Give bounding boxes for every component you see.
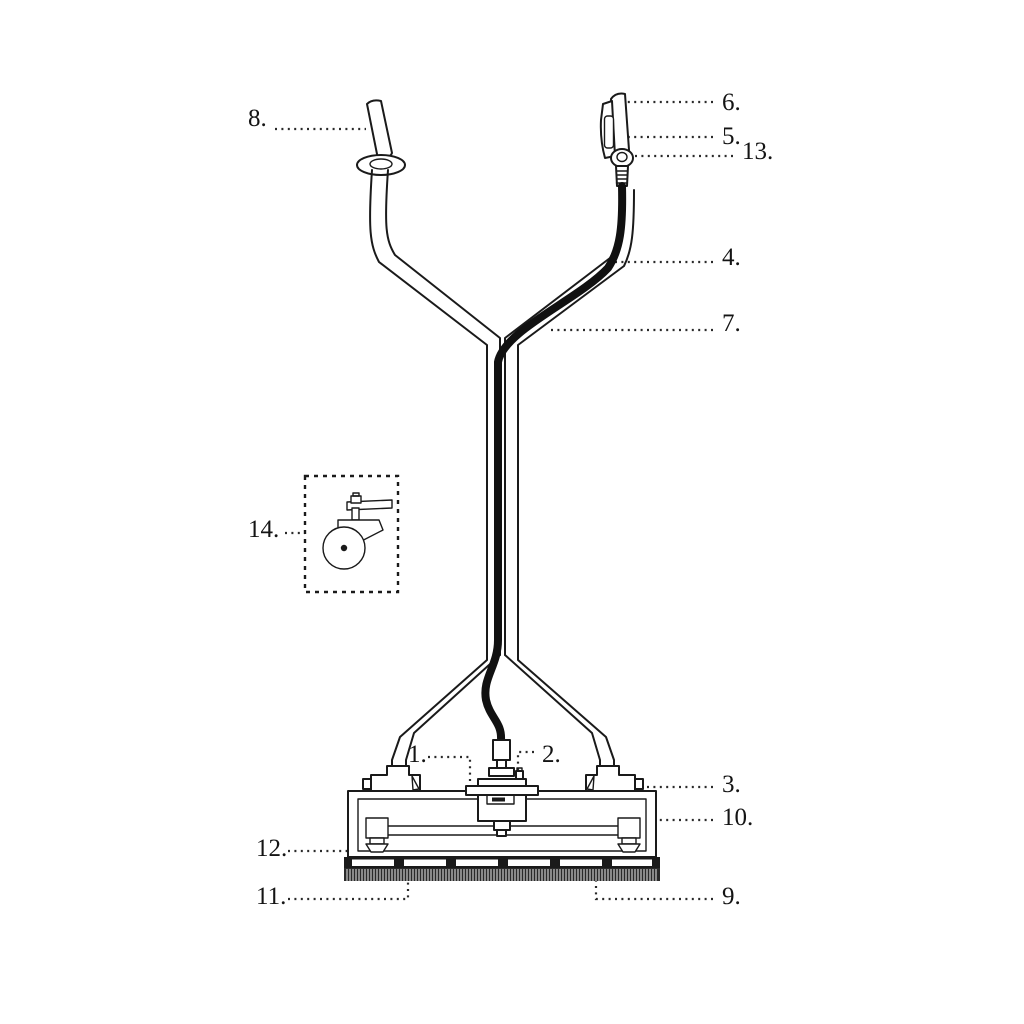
callout-5: 5.	[722, 123, 741, 150]
head-assembly	[344, 739, 660, 881]
callout-9: 9.	[722, 883, 741, 910]
callout-12: 12.	[256, 835, 288, 862]
callout-3: 3.	[722, 771, 741, 798]
caster-detail-callout-box	[303, 474, 400, 594]
callout-2: 2.	[542, 741, 561, 768]
callout-7: 7.	[722, 310, 741, 337]
callout-14: 14.	[248, 516, 280, 543]
trigger-gun-assembly	[599, 92, 634, 187]
caster-wheel-kit	[322, 492, 393, 570]
callout-8: 8.	[248, 105, 267, 132]
bottom-plate-segments	[344, 857, 660, 868]
right-handle-mount	[585, 765, 644, 794]
handle-grip-assembly	[356, 99, 406, 176]
callout-1: 1.	[408, 741, 427, 768]
left-handle-tube	[369, 169, 501, 787]
high-pressure-hose	[481, 182, 627, 744]
callout-10: 10.	[722, 804, 754, 831]
left-handle-mount	[362, 765, 421, 794]
callout-6: 6.	[722, 89, 741, 116]
right-handle-tube	[504, 189, 635, 787]
callout-4: 4.	[722, 244, 741, 271]
center-manifold	[465, 739, 539, 837]
callout-13: 13.	[742, 138, 774, 165]
callout-11: 11.	[256, 883, 287, 910]
brush-bristle-skirt	[344, 868, 660, 881]
